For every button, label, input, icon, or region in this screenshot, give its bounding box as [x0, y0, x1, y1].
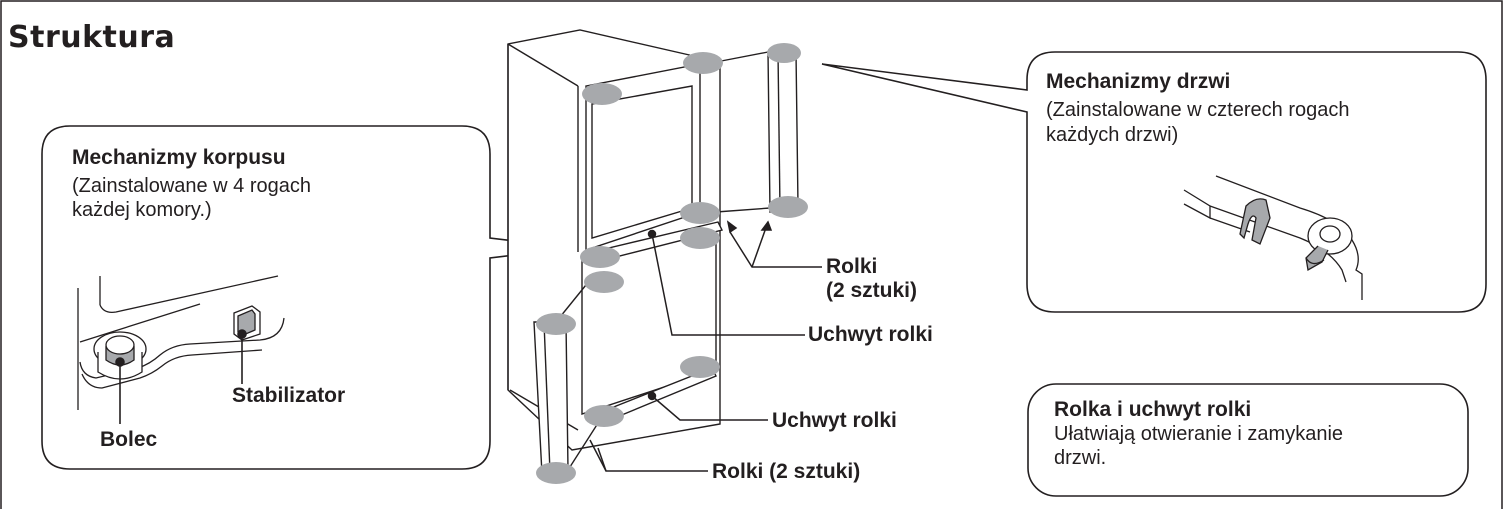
- body-mechanisms-desc-line2: każdej komory.): [72, 199, 212, 221]
- roller-info-heading: Rolka i uchwyt rolki: [1054, 398, 1252, 421]
- rollers-upper-label-line2: (2 sztuki): [826, 279, 918, 302]
- door-mechanism-illustration: [1183, 175, 1363, 300]
- roller-leaders: [589, 220, 822, 472]
- door-mechanisms-callout: [821, 51, 1487, 313]
- rollers-upper-label-line1: Rolki: [826, 255, 878, 278]
- roller-holder-lower-label: Uchwyt rolki: [772, 409, 897, 432]
- body-mechanisms-heading: Mechanizmy korpusu: [72, 146, 286, 169]
- roller-holder-upper-label: Uchwyt rolki: [808, 323, 933, 346]
- stabilizer-label: Stabilizator: [232, 384, 346, 407]
- body-mechanism-leaders: [115, 329, 247, 424]
- roller-info-desc-line2: drzwi.: [1054, 447, 1107, 469]
- door-mechanisms-desc-line1: (Zainstalowane w czterech rogach: [1046, 99, 1350, 121]
- roller-info-box: [1027, 383, 1469, 497]
- refrigerator-drawing: [507, 29, 799, 475]
- rollers-lower-label: Rolki (2 sztuki): [712, 460, 861, 483]
- roller-info-desc-line1: Ułatwiają otwieranie i zamykanie: [1054, 423, 1344, 445]
- upper-door-separated: [767, 51, 799, 213]
- lower-door-separated: [533, 321, 569, 475]
- body-mechanisms-desc-line1: (Zainstalowane w 4 rogach: [72, 175, 312, 197]
- door-mechanisms-desc-line2: każdych drzwi): [1046, 124, 1179, 146]
- page-title: Struktura: [8, 20, 176, 55]
- body-mechanisms-callout: [41, 125, 575, 470]
- corner-highlights: [536, 43, 808, 484]
- door-mechanisms-heading: Mechanizmy drzwi: [1046, 70, 1231, 93]
- bolt-label: Bolec: [100, 428, 158, 451]
